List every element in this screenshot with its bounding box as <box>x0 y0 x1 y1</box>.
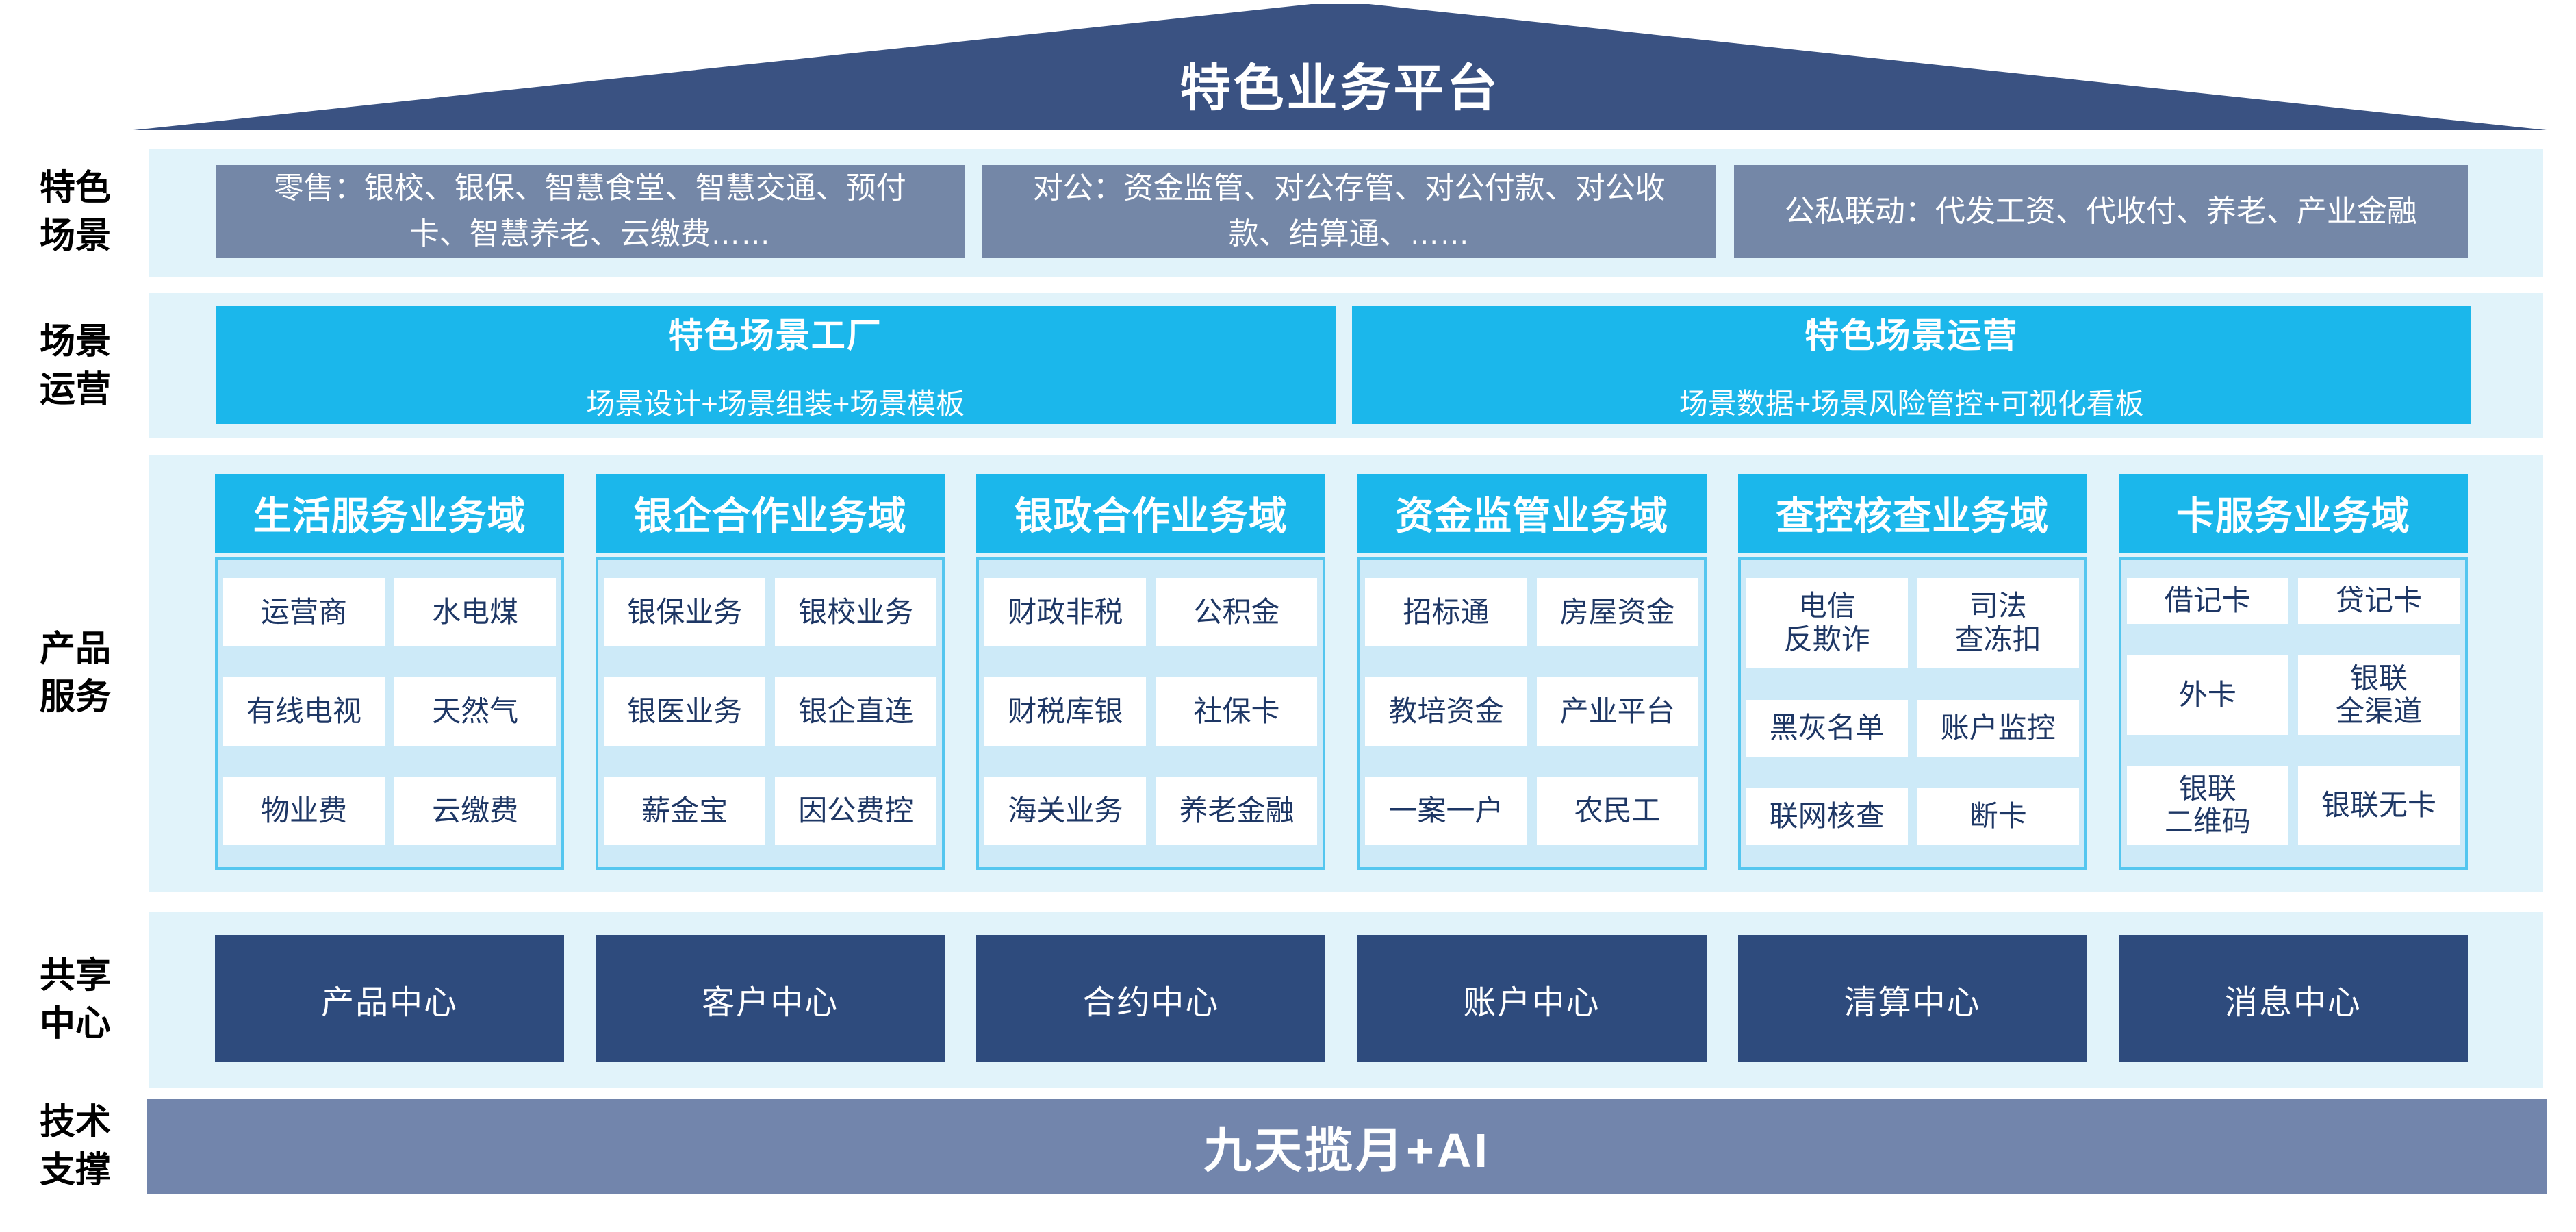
domain-item: 天然气 <box>394 677 557 746</box>
domain-item: 贷记卡 <box>2297 578 2460 625</box>
domain-item: 银医业务 <box>604 677 766 746</box>
domain-item: 财政非税 <box>984 578 1147 646</box>
products-band: 生活服务业务域 运营商 水电煤 有线电视 天然气 物业费 云缴费 银企合作业务域… <box>149 455 2543 892</box>
scene-operation-subtitle: 场景数据+场景风险管控+可视化看板 <box>1679 387 2144 420</box>
domain-item: 银校业务 <box>775 578 937 646</box>
scene-box-public-private: 公私联动：代发工资、代收付、养老、产业金融 <box>1733 165 2468 258</box>
domain-column-fund-supervision: 资金监管业务域 招标通 房屋资金 教培资金 产业平台 一案一户 农民工 <box>1357 474 1707 870</box>
domain-item: 黑灰名单 <box>1746 699 1908 757</box>
domain-item: 房屋资金 <box>1536 578 1698 646</box>
centers-band: 产品中心 客户中心 合约中心 账户中心 清算中心 消息中心 <box>149 912 2543 1088</box>
domain-body: 电信 反欺诈 司法 查冻扣 黑灰名单 账户监控 联网核查 断卡 <box>1737 557 2087 870</box>
center-box-product: 产品中心 <box>215 935 565 1062</box>
domain-body: 运营商 水电煤 有线电视 天然气 物业费 云缴费 <box>215 557 565 870</box>
domain-item: 社保卡 <box>1156 677 1318 746</box>
domain-item: 公积金 <box>1156 578 1318 646</box>
domain-item: 薪金宝 <box>604 777 766 845</box>
scene-factory-box: 特色场景工厂 场景设计+场景组装+场景模板 <box>216 306 1336 424</box>
domain-body: 借记卡 贷记卡 外卡 银联 全渠道 银联 二维码 银联无卡 <box>2118 557 2468 870</box>
domain-item: 银企直连 <box>775 677 937 746</box>
center-box-account: 账户中心 <box>1357 935 1707 1062</box>
center-box-contract: 合约中心 <box>976 935 1326 1062</box>
scene-box-corporate: 对公：资金监管、对公存管、对公付款、对公收 款、结算通、…… <box>982 165 1716 258</box>
page-title: 特色业务平台 <box>1179 60 1501 116</box>
domain-header: 银政合作业务域 <box>976 474 1326 553</box>
domain-body: 银保业务 银校业务 银医业务 银企直连 薪金宝 因公费控 <box>596 557 945 870</box>
scene-operation-box: 特色场景运营 场景数据+场景风险管控+可视化看板 <box>1351 306 2471 424</box>
domain-item: 因公费控 <box>775 777 937 845</box>
domain-column-life-services: 生活服务业务域 运营商 水电煤 有线电视 天然气 物业费 云缴费 <box>215 474 565 870</box>
row-label-products: 产品 服务 <box>39 629 111 718</box>
domain-item: 银联 全渠道 <box>2297 655 2460 735</box>
domain-header: 银企合作业务域 <box>596 474 945 553</box>
domain-item: 外卡 <box>2126 655 2288 735</box>
domain-body: 财政非税 公积金 财税库银 社保卡 海关业务 养老金融 <box>976 557 1326 870</box>
domain-item: 物业费 <box>223 777 385 845</box>
domain-item: 教培资金 <box>1365 677 1527 746</box>
operation-band: 特色场景工厂 场景设计+场景组装+场景模板 特色场景运营 场景数据+场景风险管控… <box>149 293 2543 438</box>
domain-item: 账户监控 <box>1917 699 2079 757</box>
domain-header: 查控核查业务域 <box>1737 474 2087 553</box>
domain-column-bank-enterprise: 银企合作业务域 银保业务 银校业务 银医业务 银企直连 薪金宝 因公费控 <box>596 474 945 870</box>
tech-support-bar: 九天揽月+AI <box>147 1099 2547 1194</box>
domain-item: 招标通 <box>1365 578 1527 646</box>
row-label-centers: 共享 中心 <box>39 956 111 1044</box>
domain-item: 云缴费 <box>394 777 557 845</box>
domain-item: 水电煤 <box>394 578 557 646</box>
domain-item: 一案一户 <box>1365 777 1527 845</box>
domain-column-card-services: 卡服务业务域 借记卡 贷记卡 外卡 银联 全渠道 银联 二维码 银联无卡 <box>2118 474 2468 870</box>
domain-header: 资金监管业务域 <box>1357 474 1707 553</box>
domain-item: 司法 查冻扣 <box>1917 578 2079 668</box>
tech-support-bar-label: 九天揽月+AI <box>1203 1123 1490 1177</box>
scene-factory-title: 特色场景工厂 <box>668 316 882 355</box>
domain-item: 财税库银 <box>984 677 1147 746</box>
domain-item: 借记卡 <box>2126 578 2288 625</box>
center-box-clearing: 清算中心 <box>1737 935 2087 1062</box>
domain-body: 招标通 房屋资金 教培资金 产业平台 一案一户 农民工 <box>1357 557 1707 870</box>
scene-operation-title: 特色场景运营 <box>1805 316 2019 355</box>
domain-item: 养老金融 <box>1156 777 1318 845</box>
domain-item: 有线电视 <box>223 677 385 746</box>
row-label-scene: 特色 场景 <box>39 168 111 257</box>
domain-header: 卡服务业务域 <box>2118 474 2468 553</box>
domain-item: 农民工 <box>1536 777 1698 845</box>
row-label-operation: 场景 运营 <box>39 322 111 410</box>
domain-item: 电信 反欺诈 <box>1746 578 1908 668</box>
domain-item: 海关业务 <box>984 777 1147 845</box>
scene-box-retail: 零售：银校、银保、智慧食堂、智慧交通、预付 卡、智慧养老、云缴费…… <box>216 165 965 258</box>
domain-column-bank-government: 银政合作业务域 财政非税 公积金 财税库银 社保卡 海关业务 养老金融 <box>976 474 1326 870</box>
center-box-message: 消息中心 <box>2118 935 2468 1062</box>
domain-item: 银保业务 <box>604 578 766 646</box>
domain-item: 联网核查 <box>1746 788 1908 845</box>
domain-header: 生活服务业务域 <box>215 474 565 553</box>
domain-item: 断卡 <box>1917 788 2079 845</box>
roof-banner: 特色业务平台 <box>133 4 2547 130</box>
center-box-customer: 客户中心 <box>596 935 945 1062</box>
scene-factory-subtitle: 场景设计+场景组装+场景模板 <box>586 387 965 420</box>
row-label-tech: 技术 支撑 <box>39 1103 111 1191</box>
scene-band: 零售：银校、银保、智慧食堂、智慧交通、预付 卡、智慧养老、云缴费…… 对公：资金… <box>149 149 2543 277</box>
domain-item: 运营商 <box>223 578 385 646</box>
domain-item: 银联 二维码 <box>2126 766 2288 845</box>
domain-column-inquiry-control: 查控核查业务域 电信 反欺诈 司法 查冻扣 黑灰名单 账户监控 联网核查 断卡 <box>1737 474 2087 870</box>
domain-item: 产业平台 <box>1536 677 1698 746</box>
domain-item: 银联无卡 <box>2297 766 2460 845</box>
